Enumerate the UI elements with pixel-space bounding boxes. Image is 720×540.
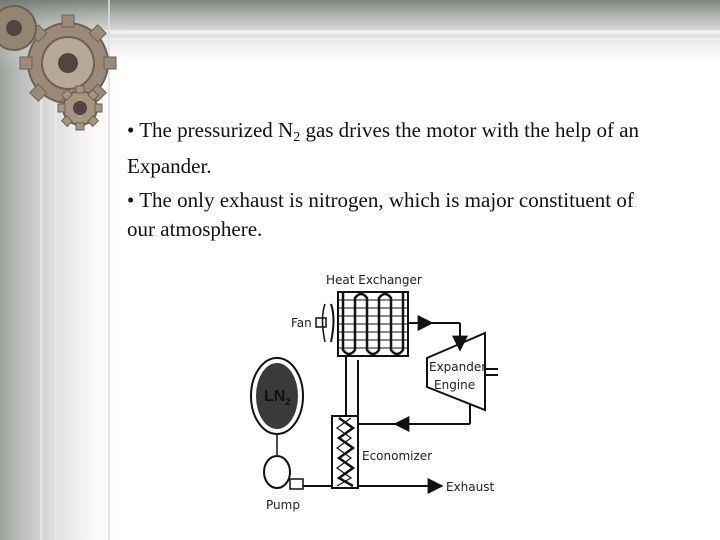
bullet-text: The only exhaust is nitrogen, which is m… (127, 188, 634, 241)
heat-exchanger-label: Heat Exchanger (326, 273, 422, 287)
small-gear-icon (57, 85, 103, 131)
heat-exchanger (337, 291, 409, 357)
economizer (331, 415, 359, 489)
bullet-exhaust: • The only exhaust is nitrogen, which is… (127, 186, 647, 244)
fan-icon (315, 303, 335, 343)
economizer-label: Economizer (362, 449, 432, 463)
tank-label: LN (264, 388, 285, 405)
pump (263, 434, 304, 490)
fan-label: Fan (291, 316, 312, 330)
tank-subscript: 2 (285, 397, 291, 408)
expander-label-line1: Expander (429, 360, 486, 374)
pump-label: Pump (266, 498, 300, 512)
ln2-tank (250, 357, 304, 435)
bullet-subscript: 2 (293, 130, 301, 145)
piping (303, 322, 471, 487)
exhaust-label: Exhaust (446, 480, 495, 494)
bullet-marker: • (127, 188, 135, 212)
expander-label-line2: Engine (434, 378, 475, 392)
corner-gear-icon (0, 5, 37, 51)
bullet-text-part2: gas drives the motor with the help of an… (127, 118, 640, 178)
bullet-expander: • The pressurized N2 gas drives the moto… (127, 116, 647, 181)
bullet-marker: • (127, 118, 135, 142)
large-gear-icon (19, 14, 117, 112)
bullet-text-part1: The pressurized N (139, 118, 294, 142)
